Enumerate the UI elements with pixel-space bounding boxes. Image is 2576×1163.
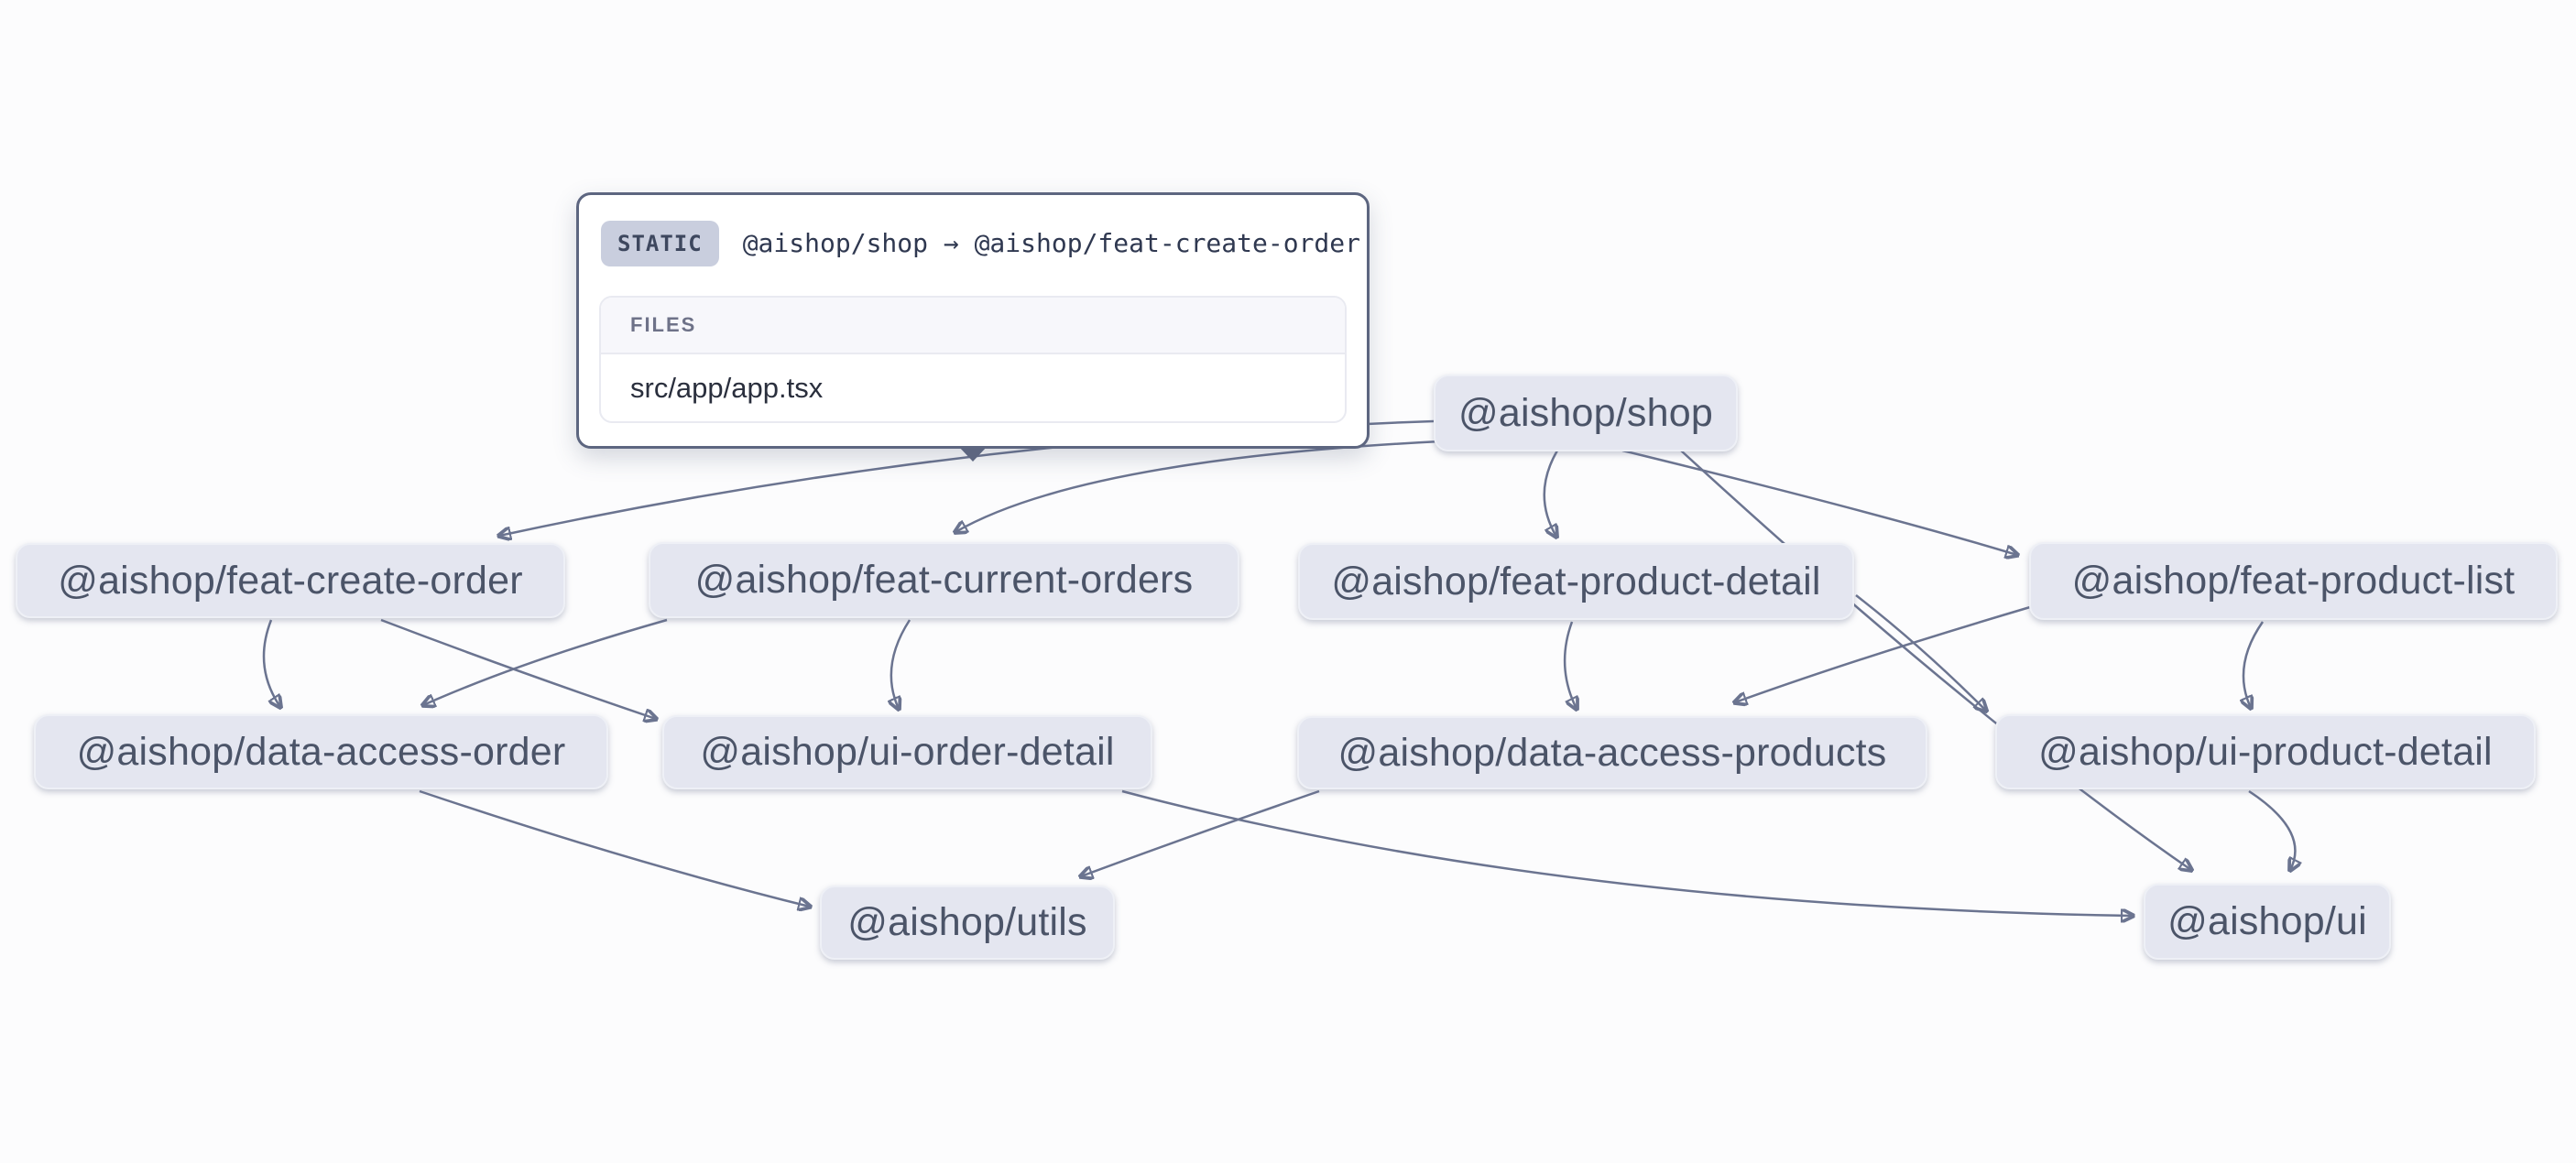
edge-shop-to-feat-product-list[interactable] [1621,449,2017,555]
edge-feat-product-detail-to-data-access-products[interactable] [1563,621,1577,709]
edge-ui-order-detail-to-ui[interactable] [1121,789,2133,916]
edge-feat-product-detail-to-ui-product-detail[interactable] [1855,594,1986,711]
node-utils[interactable]: @aishop/utils [820,886,1115,960]
edge-tooltip: STATIC @aishop/shop → @aishop/feat-creat… [576,192,1370,462]
node-feat-product-detail[interactable]: @aishop/feat-product-detail [1298,543,1854,620]
node-feat-current-orders[interactable]: @aishop/feat-current-orders [649,542,1239,618]
file-row[interactable]: src/app/app.tsx [630,371,824,404]
edge-feat-current-orders-to-ui-order-detail[interactable] [891,619,911,709]
node-ui-product-detail[interactable]: @aishop/ui-product-detail [1995,714,2536,789]
edge-tooltip-title: @aishop/shop → @aishop/feat-create-order [742,228,1360,258]
node-label: @aishop/ui-order-detail [700,730,1115,774]
node-label: @aishop/utils [847,900,1087,944]
tooltip-caret-icon [958,446,988,462]
node-ui-order-detail[interactable]: @aishop/ui-order-detail [662,715,1152,789]
edge-shop-to-ui[interactable] [1680,450,2191,870]
files-panel: FILES src/app/app.tsx [599,296,1347,423]
edge-feat-product-list-to-ui-product-detail[interactable] [2243,621,2265,708]
edge-feat-create-order-to-ui-order-detail[interactable] [380,618,656,719]
node-label: @aishop/ui-product-detail [2038,729,2493,774]
files-header-label: FILES [601,298,1345,354]
edge-shop-to-feat-product-detail[interactable] [1543,450,1557,537]
edge-data-access-products-to-utils[interactable] [1081,789,1320,876]
node-data-access-order[interactable]: @aishop/data-access-order [34,714,608,789]
edge-ui-product-detail-to-ui[interactable] [2248,789,2295,870]
node-ui[interactable]: @aishop/ui [2144,884,2391,960]
node-label: @aishop/feat-product-list [2071,559,2516,603]
edge-feat-current-orders-to-data-access-order[interactable] [423,618,668,705]
node-label: @aishop/feat-create-order [58,558,523,603]
edge-tooltip-header: STATIC @aishop/shop → @aishop/feat-creat… [579,195,1367,266]
node-shop[interactable]: @aishop/shop [1434,375,1738,451]
node-label: @aishop/feat-current-orders [694,558,1194,602]
edge-feat-product-list-to-data-access-products[interactable] [1735,605,2031,702]
node-label: @aishop/data-access-products [1337,730,1887,775]
edge-shop-to-feat-current-orders[interactable] [955,440,1441,532]
edge-type-badge: STATIC [601,221,719,266]
edge-data-access-order-to-utils[interactable] [419,789,810,907]
node-label: @aishop/shop [1458,390,1713,435]
node-label: @aishop/feat-product-detail [1331,559,1821,603]
node-data-access-products[interactable]: @aishop/data-access-products [1297,716,1927,789]
node-feat-product-list[interactable]: @aishop/feat-product-list [2029,542,2558,620]
node-label: @aishop/ui [2167,899,2367,943]
node-label: @aishop/data-access-order [76,729,566,774]
node-feat-create-order[interactable]: @aishop/feat-create-order [16,543,565,618]
edge-feat-create-order-to-data-access-order[interactable] [262,619,280,707]
